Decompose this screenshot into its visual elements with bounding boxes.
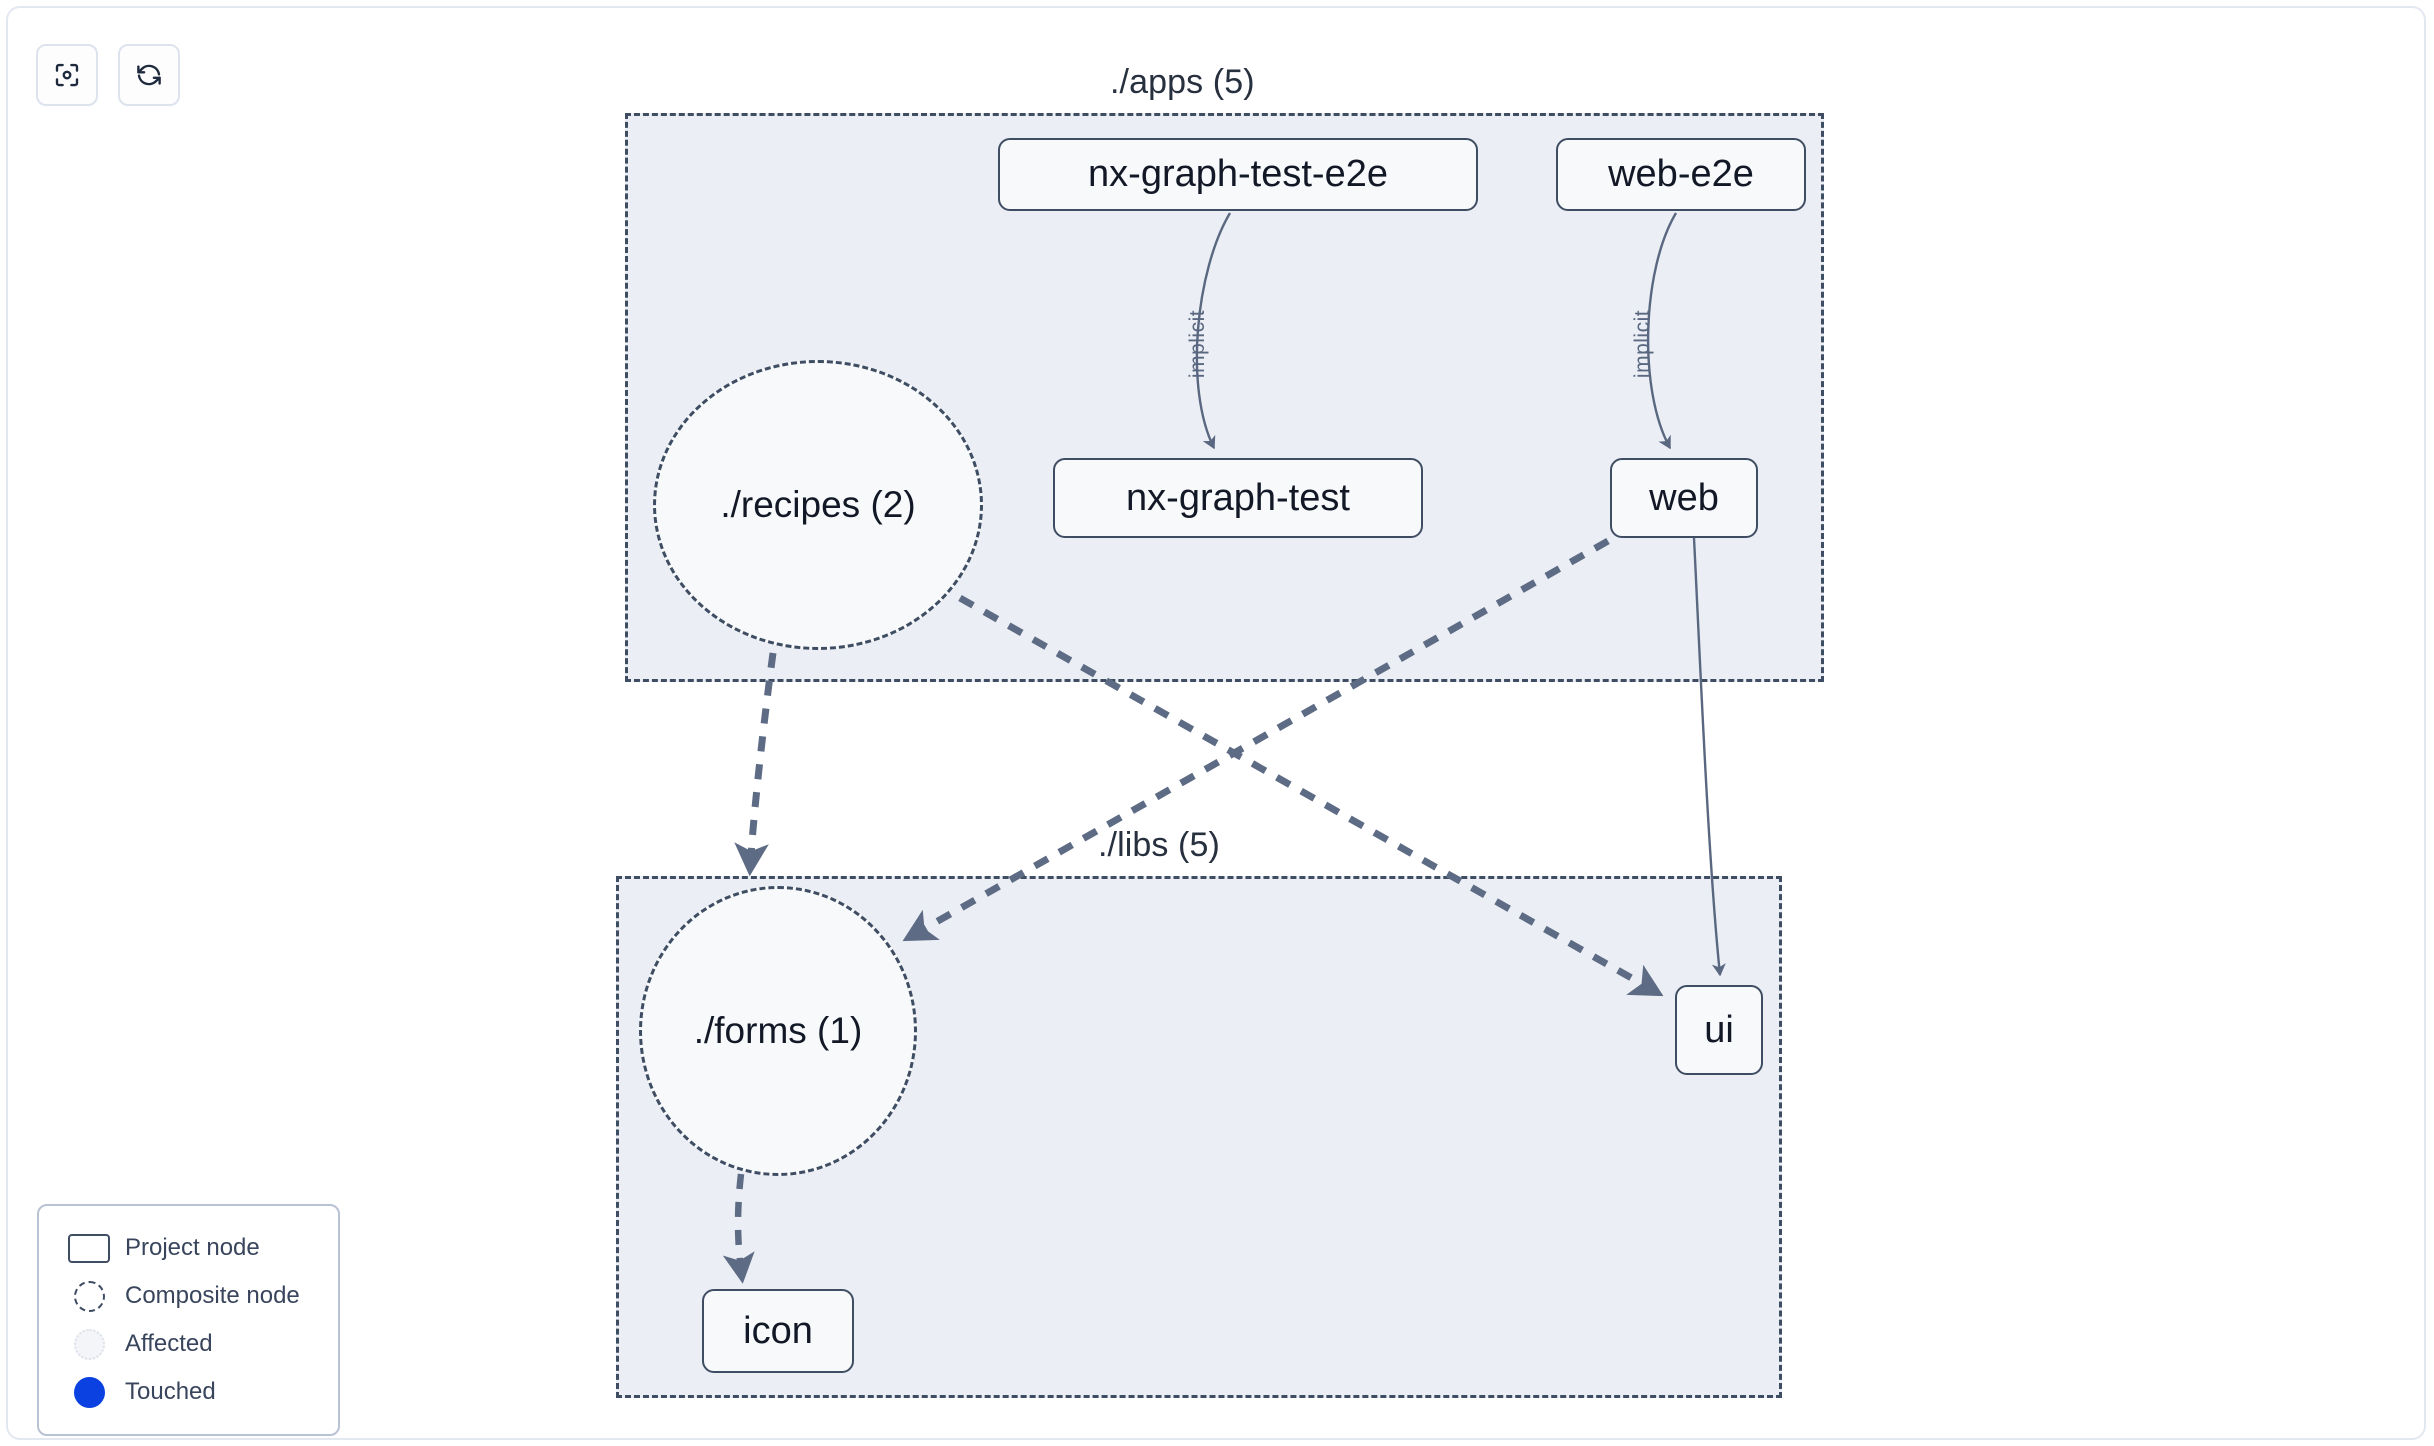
- composite-node-forms[interactable]: ./forms (1): [639, 886, 917, 1176]
- graph-card: ./apps (5) ./libs (5): [6, 6, 2426, 1440]
- project-node-ui[interactable]: ui: [1675, 985, 1763, 1075]
- legend-label: Composite node: [125, 1282, 300, 1309]
- touched-swatch: [61, 1376, 117, 1408]
- legend-label: Project node: [125, 1234, 260, 1261]
- project-node-nx-graph-test-e2e[interactable]: nx-graph-test-e2e: [998, 138, 1478, 211]
- refresh-icon: [134, 60, 164, 90]
- edge-label-implicit-web: implicit: [1631, 309, 1654, 379]
- project-node-label: web-e2e: [1608, 153, 1754, 195]
- graph-canvas[interactable]: ./apps (5) ./libs (5): [8, 8, 2424, 1438]
- affected-swatch: [61, 1328, 117, 1360]
- composite-node-label: ./recipes (2): [720, 484, 916, 525]
- composite-node-label: ./forms (1): [693, 1010, 863, 1051]
- legend-label: Affected: [125, 1330, 213, 1357]
- project-node-label: nx-graph-test: [1126, 476, 1350, 519]
- legend-label: Touched: [125, 1378, 216, 1405]
- refresh-graph-button[interactable]: [118, 44, 180, 106]
- graph-legend: Project node Composite node Affected Tou…: [37, 1204, 340, 1436]
- legend-item-project-node: Project node: [61, 1224, 318, 1272]
- project-node-web[interactable]: web: [1610, 458, 1758, 538]
- legend-item-composite-node: Composite node: [61, 1272, 318, 1320]
- project-node-nx-graph-test[interactable]: nx-graph-test: [1053, 458, 1423, 538]
- edge-recipes-to-forms: [734, 652, 777, 877]
- group-label-libs: ./libs (5): [1098, 826, 1220, 864]
- project-node-label: web: [1649, 476, 1719, 519]
- legend-item-touched: Touched: [61, 1368, 318, 1416]
- project-node-swatch: [61, 1233, 117, 1263]
- project-node-label: ui: [1704, 1008, 1734, 1051]
- graph-toolbar: [36, 44, 180, 106]
- legend-item-affected: Affected: [61, 1320, 318, 1368]
- edge-label-implicit-nxgraphtest: implicit: [1186, 309, 1209, 379]
- composite-node-recipes[interactable]: ./recipes (2): [653, 360, 983, 650]
- composite-node-swatch: [61, 1280, 117, 1312]
- focus-target-icon: [52, 60, 82, 90]
- group-label-apps: ./apps (5): [1110, 63, 1255, 101]
- focus-graph-button[interactable]: [36, 44, 98, 106]
- project-node-label: nx-graph-test-e2e: [1088, 153, 1388, 195]
- project-node-icon[interactable]: icon: [702, 1289, 854, 1373]
- project-node-web-e2e[interactable]: web-e2e: [1556, 138, 1806, 211]
- project-node-label: icon: [743, 1309, 813, 1352]
